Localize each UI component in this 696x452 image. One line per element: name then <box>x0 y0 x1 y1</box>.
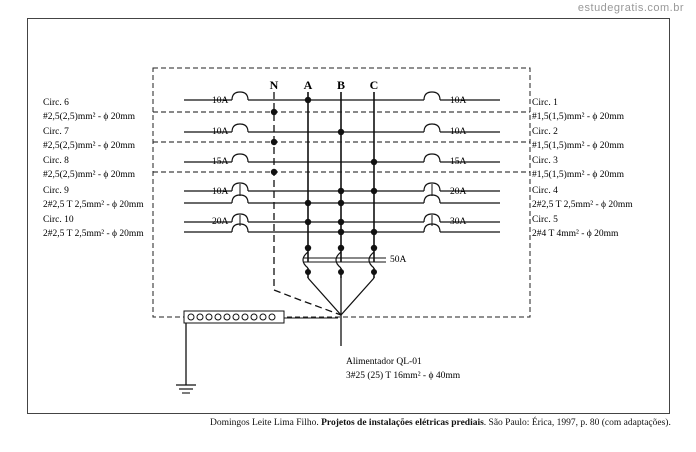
circuit-name-6: Circ. 6 <box>43 98 69 108</box>
circuit-row-2 <box>153 123 530 146</box>
circuit-name-7: Circ. 7 <box>43 127 69 137</box>
circuit-row-4 <box>184 182 500 207</box>
circuit-spec-3: #1,5(1,5)mm² - ϕ 20mm <box>532 169 625 180</box>
circuit-spec-9: 2#2,5 T 2,5mm² - ϕ 20mm <box>43 200 144 210</box>
circuit-name-3: Circ. 3 <box>532 156 558 166</box>
phase-label-c: C <box>370 78 379 92</box>
main-breaker-label: 50A <box>390 255 407 265</box>
circuit-spec-4: 2#2,5 T 2,5mm² - ϕ 20mm <box>532 200 633 210</box>
breaker-label-circ1: 10A <box>450 96 467 106</box>
circuit-spec-8: #2,5(2,5)mm² - ϕ 20mm <box>43 169 136 180</box>
main-breaker <box>302 251 386 278</box>
circuit-row-1 <box>153 91 530 116</box>
breaker-label-circ4: 20A <box>450 187 467 197</box>
panel-boundary <box>152 67 531 318</box>
figure-frame <box>27 18 670 414</box>
feeder-c <box>340 277 375 316</box>
breaker-label-circ7: 10A <box>212 127 229 137</box>
circuit-spec-2: #1,5(1,5)mm² - ϕ 20mm <box>532 140 625 151</box>
circuit-spec-1: #1,5(1,5)mm² - ϕ 20mm <box>532 111 625 122</box>
citation-title: Projetos de instalações elétricas predia… <box>321 418 484 428</box>
circuit-spec-7: #2,5(2,5)mm² - ϕ 20mm <box>43 140 136 151</box>
circuit-name-5: Circ. 5 <box>532 215 558 225</box>
breaker-label-circ6: 10A <box>212 96 229 106</box>
circuit-name-10: Circ. 10 <box>43 215 74 225</box>
circuit-name-4: Circ. 4 <box>532 186 558 196</box>
citation-rest: . São Paulo: Érica, 1997, p. 80 (com ada… <box>483 418 671 428</box>
feeder-spec: 3#25 (25) T 16mm² - ϕ 40mm <box>346 370 461 381</box>
circuit-spec-5: 2#4 T 4mm² - ϕ 20mm <box>532 229 619 239</box>
breaker-label-circ10: 20A <box>212 217 229 227</box>
circuit-name-8: Circ. 8 <box>43 156 69 166</box>
breaker-label-circ9: 10A <box>212 187 229 197</box>
circuit-name-2: Circ. 2 <box>532 127 558 137</box>
breaker-label-circ5: 30A <box>450 217 467 227</box>
circuit-name-1: Circ. 1 <box>532 98 558 108</box>
feeder-neutral <box>273 289 342 316</box>
citation-author: Domingos Leite Lima Filho. <box>210 418 322 428</box>
phase-label-n: N <box>270 78 279 92</box>
phase-label-b: B <box>337 78 345 92</box>
citation: Domingos Leite Lima Filho. Projetos de i… <box>210 418 671 428</box>
circuit-row-3 <box>153 153 530 176</box>
feeder-a <box>307 277 342 316</box>
breaker-label-circ3: 15A <box>450 157 467 167</box>
feeder-title: Alimentador QL-01 <box>346 357 422 367</box>
circuit-spec-10: 2#2,5 T 2,5mm² - ϕ 20mm <box>43 229 144 239</box>
circuit-row-5 <box>184 213 500 236</box>
phase-label-a: A <box>304 78 313 92</box>
breaker-label-circ8: 15A <box>212 157 229 167</box>
ground-bar <box>183 310 285 324</box>
breaker-label-circ2: 10A <box>450 127 467 137</box>
watermark: estudegratis.com.br <box>577 2 684 14</box>
circuit-name-9: Circ. 9 <box>43 186 69 196</box>
ground-symbol-icon <box>176 384 196 394</box>
circuit-spec-6: #2,5(2,5)mm² - ϕ 20mm <box>43 111 136 122</box>
